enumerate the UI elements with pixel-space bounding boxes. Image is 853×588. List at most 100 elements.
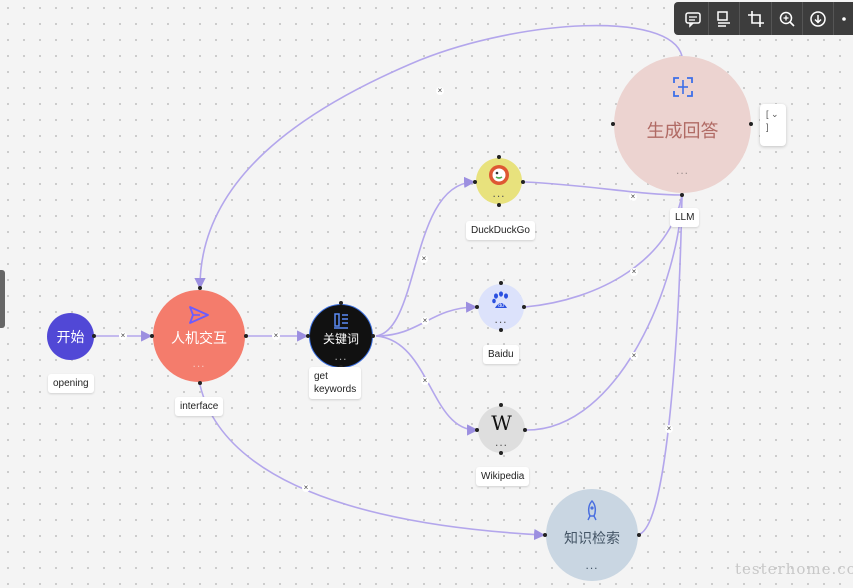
node-retrieval[interactable]: 知识检索 ... [546, 489, 638, 581]
port[interactable] [306, 334, 310, 338]
node-start-label: opening [48, 374, 94, 393]
node-retrieval-dots: ... [585, 558, 599, 572]
edge-delete-icon[interactable]: × [629, 192, 637, 201]
edge-delete-icon[interactable]: × [630, 267, 638, 276]
canvas-toolbar [674, 2, 853, 35]
download-button[interactable] [803, 2, 835, 35]
port[interactable] [499, 328, 503, 332]
port[interactable] [497, 203, 501, 207]
side-panel-handle[interactable] [0, 270, 5, 328]
node-interaction-dots: ... [192, 356, 206, 370]
port[interactable] [475, 305, 479, 309]
port[interactable] [680, 193, 684, 197]
edge-delete-icon[interactable]: × [420, 254, 428, 263]
node-baidu-dots: ... [494, 312, 508, 326]
rocket-icon [587, 500, 597, 521]
comment-icon [685, 11, 701, 28]
node-duckduckgo-dots: ... [492, 186, 506, 200]
node-answer-dots: ... [675, 162, 689, 177]
edge-delete-icon[interactable]: × [272, 331, 280, 340]
node-answer-title: 生成回答 [646, 120, 719, 141]
node-start[interactable]: 开始 [47, 313, 94, 360]
json-card-line1: [ ⌄ [766, 109, 779, 119]
edge-interface-retrieval [199, 384, 546, 541]
duckduckgo-icon [489, 165, 509, 185]
port[interactable] [499, 451, 503, 455]
port[interactable] [499, 403, 503, 407]
align-icon [717, 10, 731, 27]
generate-icon [672, 76, 693, 97]
node-keywords-label-line1: get [314, 371, 328, 382]
json-card-line2: ] [766, 122, 769, 132]
node-answer[interactable]: 生成回答 ... [614, 56, 751, 193]
port[interactable] [371, 334, 375, 338]
edge-keywords-duckduckgo [375, 176, 476, 337]
port[interactable] [244, 334, 248, 338]
node-wikipedia[interactable]: W ... [478, 406, 525, 453]
port[interactable] [473, 180, 477, 184]
edge-keywords-wikipedia [375, 335, 479, 436]
more-icon [841, 16, 846, 21]
node-keywords-label: get keywords [309, 367, 362, 399]
port[interactable] [150, 334, 154, 338]
comment-button[interactable] [678, 2, 710, 35]
port[interactable] [499, 281, 503, 285]
crop-button[interactable] [740, 2, 772, 35]
node-interaction-label: interface [175, 397, 224, 416]
node-keywords-title: 关键词 [322, 331, 359, 346]
node-baidu[interactable]: du ... [478, 284, 524, 330]
download-icon [810, 10, 826, 27]
edge-baidu-llm [524, 194, 683, 308]
port[interactable] [611, 122, 615, 126]
send-icon [189, 306, 209, 324]
align-button[interactable] [709, 2, 741, 35]
node-baidu-label: Baidu [483, 345, 519, 364]
node-wikipedia-label: Wikipedia [476, 467, 530, 486]
keyword-icon [334, 312, 348, 329]
node-keywords-dots: ... [334, 348, 348, 363]
port[interactable] [637, 533, 641, 537]
zoom-in-icon [779, 11, 795, 27]
edge-retrieval-llm [639, 194, 683, 535]
wikipedia-icon: W [491, 410, 512, 435]
port[interactable] [475, 428, 479, 432]
edge-answer-interaction [194, 24, 683, 290]
port[interactable] [521, 180, 525, 184]
svg-text:du: du [498, 303, 504, 309]
port[interactable] [497, 155, 501, 159]
edge-delete-icon[interactable]: × [421, 316, 429, 325]
output-json-card[interactable]: [ ⌄ ] [760, 104, 786, 146]
port[interactable] [543, 533, 547, 537]
edge-delete-icon[interactable]: × [665, 424, 673, 433]
port[interactable] [522, 305, 526, 309]
node-start-title: 开始 [56, 328, 85, 345]
node-duckduckgo-label: DuckDuckGo [466, 221, 535, 240]
more-button[interactable] [834, 2, 853, 35]
node-duckduckgo[interactable]: ... [476, 158, 522, 204]
node-interaction[interactable]: 人机交互 ... [153, 290, 245, 382]
baidu-paw-icon: du [492, 291, 508, 309]
port[interactable] [92, 334, 96, 338]
node-keywords-label-line2: keywords [314, 384, 357, 395]
node-answer-label: LLM [670, 208, 700, 227]
crop-icon [747, 10, 764, 27]
port[interactable] [198, 381, 202, 385]
edge-delete-icon[interactable]: × [119, 331, 127, 340]
port[interactable] [198, 286, 202, 290]
node-wikipedia-dots: ... [494, 434, 508, 449]
edge-wikipedia-llm [526, 194, 683, 431]
watermark: testerhome.com [735, 560, 853, 578]
node-retrieval-title: 知识检索 [564, 530, 620, 546]
edge-delete-icon[interactable]: × [630, 351, 638, 360]
port[interactable] [749, 122, 753, 126]
port[interactable] [523, 428, 527, 432]
edge-delete-icon[interactable]: × [436, 86, 444, 95]
node-interaction-title: 人机交互 [171, 330, 227, 346]
edge-duckduckgo-llm [524, 181, 683, 196]
edge-delete-icon[interactable]: × [421, 376, 429, 385]
zoom-in-button[interactable] [772, 2, 803, 35]
edge-delete-icon[interactable]: × [302, 483, 310, 492]
port[interactable] [339, 301, 343, 305]
node-keywords[interactable]: 关键词 ... [309, 304, 373, 368]
